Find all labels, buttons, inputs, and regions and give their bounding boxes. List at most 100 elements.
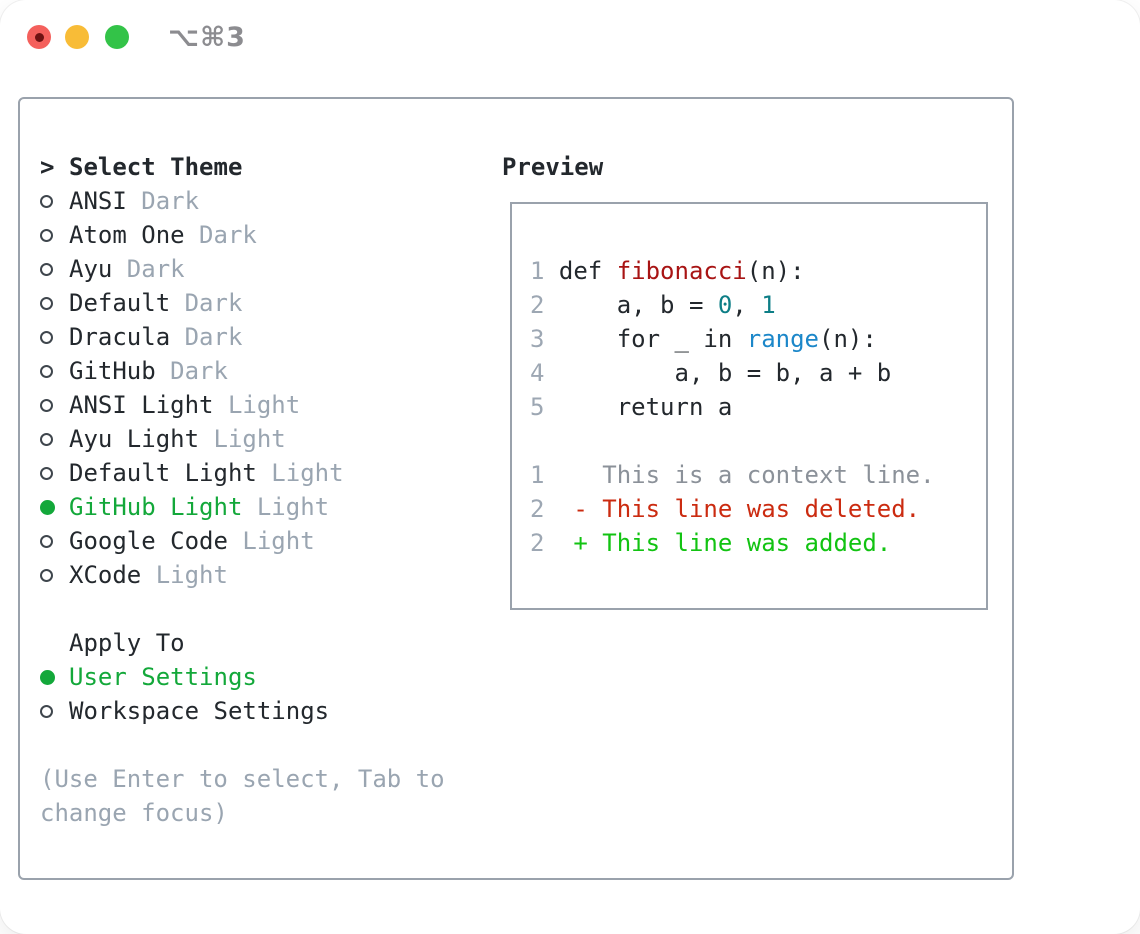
theme-variant-badge: Dark xyxy=(126,187,200,215)
code-line: 3 for _ in range(n): xyxy=(530,322,986,356)
radio-selected-icon xyxy=(40,669,69,685)
line-number: 3 xyxy=(530,325,545,353)
theme-name: Ayu Light xyxy=(69,425,200,453)
theme-option-default[interactable]: Default Dark xyxy=(40,286,480,320)
radio-unselected-icon xyxy=(40,228,69,242)
radio-unselected-icon xyxy=(40,262,69,276)
radio-unselected-icon xyxy=(40,568,69,582)
line-number: 1 xyxy=(530,461,545,489)
theme-variant-badge: Dark xyxy=(155,357,228,385)
apply-option-user-settings[interactable]: User Settings xyxy=(40,660,480,694)
theme-option-github-light[interactable]: GitHub Light Light xyxy=(40,490,480,524)
theme-variant-badge: Light xyxy=(242,493,330,521)
zoom-button[interactable] xyxy=(105,25,129,49)
theme-variant-badge: Dark xyxy=(170,289,243,317)
theme-name: Atom One xyxy=(69,221,185,249)
hint-line-1: (Use Enter to select, Tab to xyxy=(40,765,445,793)
close-button[interactable] xyxy=(27,25,51,49)
circle-icon xyxy=(40,432,53,446)
code-token: This is a context line. xyxy=(544,461,935,489)
code-line: 1 This is a context line. xyxy=(530,458,986,492)
theme-name: GitHub Light xyxy=(69,493,243,521)
circle-icon xyxy=(40,296,53,310)
code-line: 2 a, b = 0, 1 xyxy=(530,288,986,322)
code-token: return a xyxy=(544,393,733,421)
line-number: 4 xyxy=(530,359,545,387)
theme-option-ayu-light[interactable]: Ayu Light Light xyxy=(40,422,480,456)
code-token: def xyxy=(544,257,617,285)
circle-icon xyxy=(40,534,53,548)
theme-name: ANSI xyxy=(69,187,127,215)
spacer xyxy=(40,592,480,626)
circle-icon xyxy=(40,228,53,242)
code-line: 5 return a xyxy=(530,390,986,424)
code-token: 0 xyxy=(717,291,733,319)
theme-name: Default xyxy=(69,289,171,317)
code-token: 1 xyxy=(761,291,776,319)
circle-icon xyxy=(40,262,53,276)
code-token: + This line was added. xyxy=(544,529,892,557)
radio-unselected-icon xyxy=(40,194,69,208)
code-line: 2 + This line was added. xyxy=(530,526,986,560)
code-token: - This line was deleted. xyxy=(544,495,921,523)
theme-name: Dracula xyxy=(69,323,171,351)
theme-option-google-code[interactable]: Google Code Light xyxy=(40,524,480,558)
circle-icon xyxy=(40,364,53,378)
radio-unselected-icon xyxy=(40,432,69,446)
theme-variant-badge: Light xyxy=(141,561,228,589)
code-token: a, b = xyxy=(544,291,718,319)
theme-name: Default Light xyxy=(69,459,257,487)
radio-unselected-icon xyxy=(40,398,69,412)
line-number: 5 xyxy=(530,393,545,421)
line-number: 2 xyxy=(530,291,545,319)
code-line: 2 - This line was deleted. xyxy=(530,492,986,526)
radio-unselected-icon xyxy=(40,534,69,548)
apply-option-workspace-settings[interactable]: Workspace Settings xyxy=(40,694,480,728)
theme-name: Google Code xyxy=(69,527,228,555)
theme-option-ansi-light[interactable]: ANSI Light Light xyxy=(40,388,480,422)
code-line: 4 a, b = b, a + b xyxy=(530,356,986,390)
circle-icon xyxy=(40,669,55,685)
code-line xyxy=(530,424,986,458)
apply-option-label: User Settings xyxy=(69,663,257,691)
line-number: 2 xyxy=(530,495,545,523)
minimize-button[interactable] xyxy=(65,25,89,49)
code-token: fibonacci xyxy=(616,257,747,285)
theme-variant-badge: Dark xyxy=(170,323,243,351)
theme-variant-badge: Light xyxy=(256,459,344,487)
hint-line-2: change focus) xyxy=(40,799,228,827)
theme-option-ayu[interactable]: Ayu Dark xyxy=(40,252,480,286)
select-theme-header: >Select Theme xyxy=(40,150,480,184)
code-token: a, b = b, a + b xyxy=(544,359,892,387)
theme-option-xcode[interactable]: XCode Light xyxy=(40,558,480,592)
theme-variant-badge: Light xyxy=(213,391,301,419)
apply-option-label: Workspace Settings xyxy=(69,697,330,725)
theme-option-default-light[interactable]: Default Light Light xyxy=(40,456,480,490)
theme-option-atom-one[interactable]: Atom One Dark xyxy=(40,218,480,252)
radio-unselected-icon xyxy=(40,296,69,310)
theme-variant-badge: Dark xyxy=(184,221,257,249)
theme-variant-badge: Dark xyxy=(112,255,185,283)
radio-unselected-icon xyxy=(40,466,69,480)
radio-selected-icon xyxy=(40,499,69,515)
theme-option-github[interactable]: GitHub Dark xyxy=(40,354,480,388)
spacer xyxy=(40,728,480,762)
theme-name: ANSI Light xyxy=(69,391,214,419)
prompt-icon: > xyxy=(40,153,55,181)
circle-icon xyxy=(40,194,53,208)
circle-icon xyxy=(40,330,53,344)
theme-name: XCode xyxy=(69,561,142,589)
theme-option-dracula[interactable]: Dracula Dark xyxy=(40,320,480,354)
code-token: (n): xyxy=(746,257,805,285)
circle-icon xyxy=(40,704,53,718)
theme-option-ansi[interactable]: ANSI Dark xyxy=(40,184,480,218)
code-token: for _ in xyxy=(544,325,747,353)
preview-column: Preview 1 def fibonacci(n):2 a, b = 0, 1… xyxy=(502,150,994,610)
code-token: (n): xyxy=(819,325,877,353)
apply-to-header: Apply To xyxy=(69,629,185,657)
